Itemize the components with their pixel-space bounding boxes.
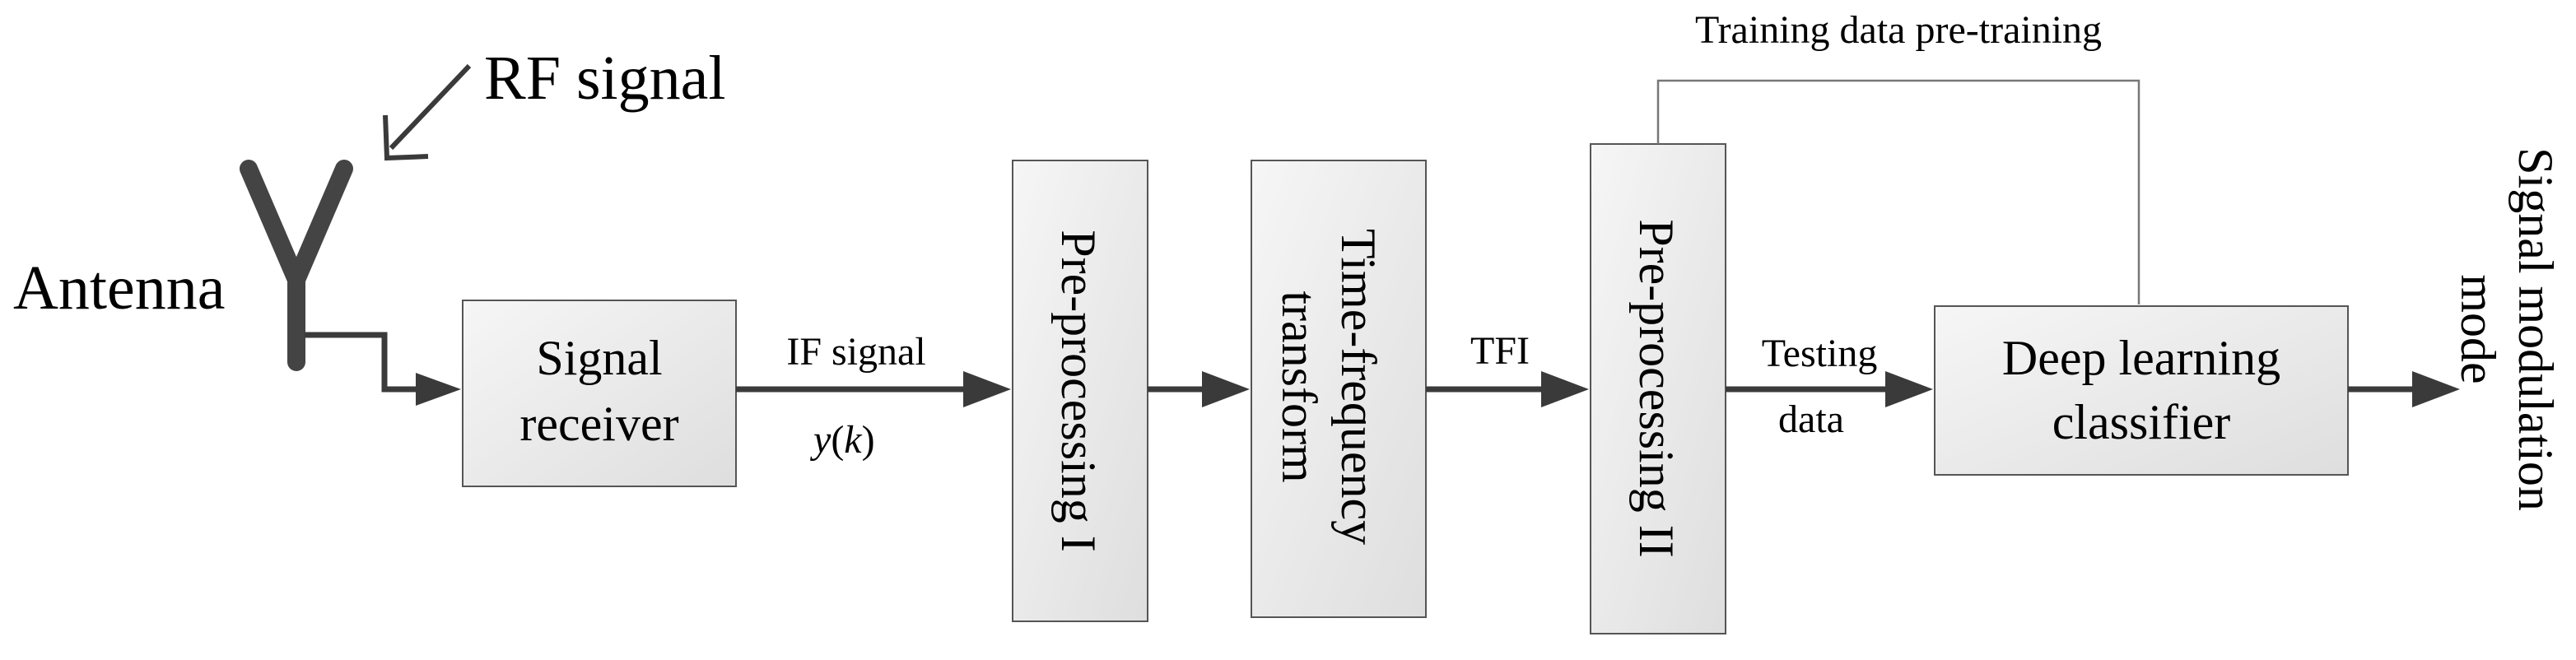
- antenna-icon: [240, 160, 353, 371]
- output-label-line2: mode: [2451, 274, 2505, 383]
- signal-receiver-line1: Signal: [536, 331, 662, 385]
- signal-receiver-line2: receiver: [519, 397, 678, 451]
- output-label-line1: Signal modulation: [2508, 147, 2563, 511]
- time-frequency-line2: transform: [1272, 290, 1326, 482]
- pp1-tf-arrow: [1148, 371, 1250, 407]
- y-var: y: [809, 418, 831, 462]
- preprocessing-1-label: Pre-processing I: [1051, 230, 1106, 552]
- if-signal-label: IF signal: [786, 330, 925, 374]
- output-arrow: [2348, 371, 2460, 407]
- classifier-line1: Deep learning: [2002, 331, 2280, 385]
- antenna-receiver-arrow: [305, 332, 461, 406]
- signal-receiver-block: Signal receiver: [462, 300, 737, 487]
- time-frequency-line1: Time-frequency: [1331, 229, 1386, 545]
- training-label: Training data pre-training: [1695, 8, 2102, 52]
- y-open: (: [831, 418, 844, 462]
- rf-signal-label: RF signal: [484, 44, 726, 113]
- tfi-arrow: [1426, 371, 1589, 407]
- y-close: ): [862, 418, 875, 462]
- if-signal-arrow: [736, 371, 1011, 407]
- classifier-block: Deep learning classifier: [1934, 305, 2349, 476]
- antenna-label: Antenna: [13, 253, 225, 323]
- preprocessing-2-block: Pre-processing II: [1590, 143, 1726, 634]
- rf-arrow: [383, 63, 472, 161]
- tfi-label: TFI: [1470, 329, 1530, 373]
- testing-label-line2: data: [1778, 397, 1844, 441]
- testing-label-line1: Testing: [1762, 332, 1878, 375]
- y-k-label: y(k): [809, 418, 875, 462]
- training-feedback-line: [1656, 79, 2140, 304]
- testing-data-arrow: [1726, 371, 1933, 407]
- k-var: k: [844, 418, 863, 462]
- preprocessing-2-label: Pre-processing II: [1629, 219, 1684, 558]
- classifier-line2: classifier: [2052, 395, 2231, 449]
- time-frequency-block: Time-frequency transform: [1251, 160, 1427, 618]
- preprocessing-1-block: Pre-processing I: [1012, 160, 1148, 622]
